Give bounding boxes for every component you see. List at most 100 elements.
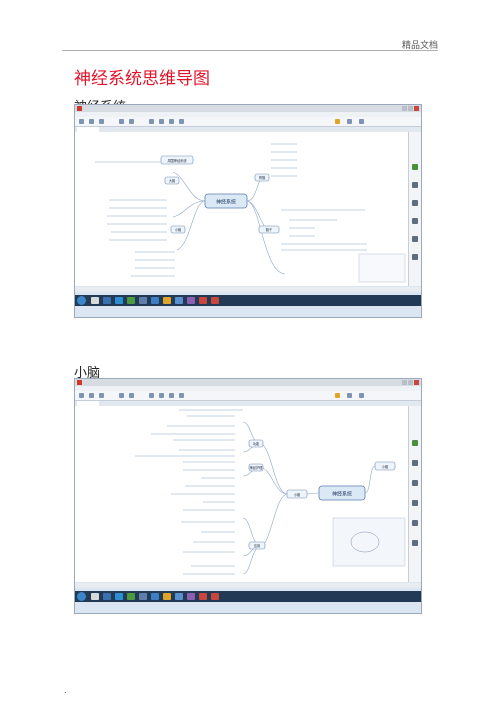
task-icon[interactable]	[412, 540, 418, 546]
mindmap-canvas: 神经系统周围神经系统大脑小脑脊髓脑干	[75, 132, 409, 286]
taskbar-app-icon[interactable]	[163, 297, 171, 304]
image-icon[interactable]	[412, 200, 418, 206]
start-icon[interactable]	[77, 592, 86, 601]
relationship-icon[interactable]	[169, 393, 174, 398]
taskbar-app-icon[interactable]	[187, 297, 195, 304]
main-topic-node[interactable]	[254, 173, 270, 182]
start-icon[interactable]	[77, 296, 86, 305]
main-topic-label: 脑干	[266, 227, 273, 232]
toolbar	[75, 117, 421, 127]
page-header-rule	[62, 50, 438, 51]
image-icon[interactable]	[412, 480, 418, 486]
share-icon[interactable]	[359, 119, 364, 124]
main-topic-label: 周围神经系统	[167, 158, 187, 163]
main-topic-node[interactable]	[160, 155, 194, 165]
overview-panel[interactable]	[358, 253, 406, 283]
tab-sheet-1[interactable]	[77, 401, 99, 406]
relationship-icon[interactable]	[169, 119, 174, 124]
mindmap-canvas: 神经系统小脑小脑功能神经护理应用	[75, 406, 409, 582]
taskbar-app-icon[interactable]	[199, 593, 207, 600]
boundary-icon[interactable]	[179, 393, 184, 398]
overview-panel[interactable]	[332, 517, 406, 567]
branch-line	[246, 177, 264, 202]
menu-bar[interactable]	[75, 386, 421, 391]
open-icon[interactable]	[89, 393, 94, 398]
flag-icon[interactable]	[412, 460, 418, 466]
insert-subtopic-icon[interactable]	[159, 119, 164, 124]
main-topic-node[interactable]	[248, 541, 266, 550]
main-topic-node[interactable]	[170, 225, 186, 234]
taskbar-app-icon[interactable]	[151, 297, 159, 304]
taskbar-app-icon[interactable]	[115, 297, 123, 304]
maximize-button[interactable]	[408, 380, 413, 385]
redo-icon[interactable]	[129, 119, 134, 124]
redo-icon[interactable]	[129, 393, 134, 398]
taskbar-app-icon[interactable]	[175, 297, 183, 304]
share-icon[interactable]	[359, 393, 364, 398]
link-icon[interactable]	[412, 218, 418, 224]
close-button[interactable]	[414, 380, 419, 385]
taskbar-app-icon[interactable]	[103, 297, 111, 304]
status-bar	[75, 287, 421, 292]
section-heading-cerebellum: 小脑	[74, 366, 101, 381]
taskbar-app-icon[interactable]	[115, 593, 123, 600]
main-topic-node[interactable]	[248, 439, 264, 448]
taskbar-app-icon[interactable]	[127, 593, 135, 600]
marker-icon[interactable]	[335, 393, 340, 398]
main-topic-node[interactable]	[248, 463, 264, 472]
minimize-button[interactable]	[402, 380, 407, 385]
undo-icon[interactable]	[119, 393, 124, 398]
taskbar-app-icon[interactable]	[151, 593, 159, 600]
branch-line	[246, 200, 270, 231]
new-icon[interactable]	[79, 393, 84, 398]
minimize-button[interactable]	[402, 106, 407, 111]
windows-taskbar	[75, 295, 421, 306]
maximize-button[interactable]	[408, 106, 413, 111]
main-topic-node[interactable]	[164, 176, 180, 185]
open-icon[interactable]	[89, 119, 94, 124]
close-button[interactable]	[414, 106, 419, 111]
main-topic-node[interactable]	[258, 225, 280, 234]
status-bar	[75, 583, 421, 588]
boundary-icon[interactable]	[179, 119, 184, 124]
taskbar-app-icon[interactable]	[175, 593, 183, 600]
tab-sheet-1[interactable]	[77, 127, 99, 132]
task-icon[interactable]	[412, 254, 418, 260]
branch-line	[306, 492, 320, 495]
insert-subtopic-icon[interactable]	[159, 393, 164, 398]
taskbar-app-icon[interactable]	[91, 297, 99, 304]
taskbar-app-icon[interactable]	[139, 593, 147, 600]
undo-icon[interactable]	[119, 119, 124, 124]
new-icon[interactable]	[79, 119, 84, 124]
taskbar-app-icon[interactable]	[163, 593, 171, 600]
taskbar-app-icon[interactable]	[103, 593, 111, 600]
insert-topic-icon[interactable]	[149, 119, 154, 124]
taskbar-app-icon[interactable]	[91, 593, 99, 600]
link-icon[interactable]	[412, 500, 418, 506]
pen-icon[interactable]	[412, 440, 418, 446]
taskbar-app-icon[interactable]	[199, 297, 207, 304]
mindmap-screenshot-1: 神经系统周围神经系统大脑小脑脊髓脑干	[74, 104, 422, 318]
comment-icon[interactable]	[412, 236, 418, 242]
save-icon[interactable]	[99, 393, 104, 398]
format-icon[interactable]	[347, 393, 352, 398]
flag-icon[interactable]	[412, 182, 418, 188]
taskbar-app-icon[interactable]	[211, 593, 219, 600]
marker-icon[interactable]	[335, 119, 340, 124]
taskbar-app-icon[interactable]	[211, 297, 219, 304]
format-icon[interactable]	[347, 119, 352, 124]
save-icon[interactable]	[99, 119, 104, 124]
insert-topic-icon[interactable]	[149, 393, 154, 398]
branch-line	[176, 200, 206, 251]
taskbar-app-icon[interactable]	[127, 297, 135, 304]
taskbar-app-icon[interactable]	[139, 297, 147, 304]
pen-icon[interactable]	[412, 164, 418, 170]
taskbar-app-icon[interactable]	[187, 593, 195, 600]
comment-icon[interactable]	[412, 520, 418, 526]
branch-line	[260, 443, 288, 495]
menu-bar[interactable]	[75, 112, 421, 117]
tab-row	[75, 401, 421, 406]
main-topic-label: 功能	[253, 441, 260, 446]
